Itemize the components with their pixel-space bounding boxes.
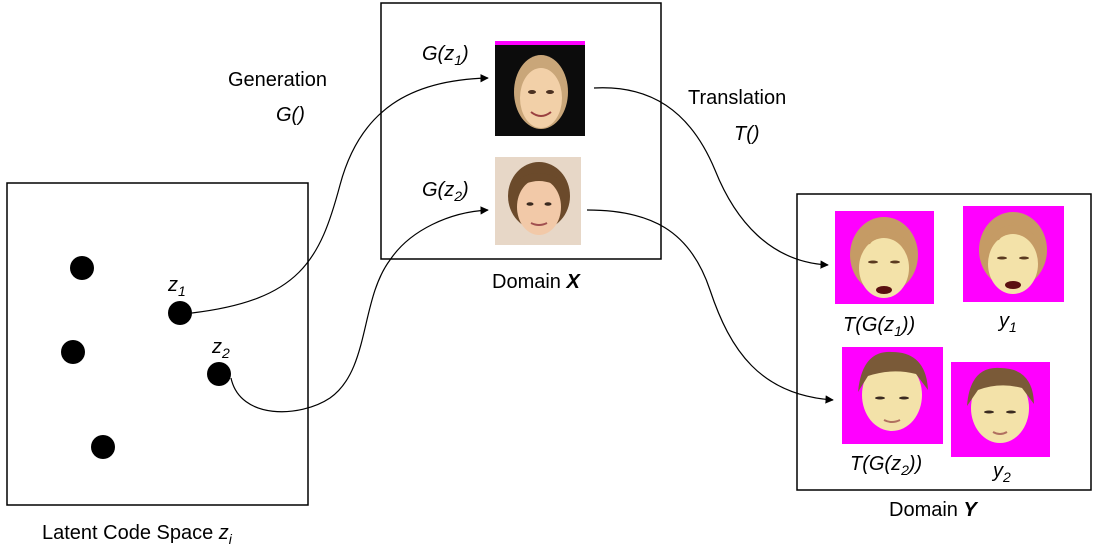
- latent-dot-z1: [168, 301, 192, 325]
- latent-dot-z2: [207, 362, 231, 386]
- generation-label: Generation: [228, 69, 327, 91]
- latent-space-box: [6, 182, 309, 506]
- generation-arrow-z1: [191, 73, 489, 314]
- latent-dot: [70, 256, 94, 280]
- latent-space-caption: Latent Code Space zi: [42, 522, 233, 547]
- t-g-z1-label: T(G(z1)): [843, 314, 915, 339]
- domain-y-box: [796, 193, 1092, 491]
- z1-label: z1: [167, 274, 186, 299]
- generated-face-2: [495, 157, 581, 245]
- g-z2-label: G(z2): [422, 179, 469, 204]
- translated-avatar-2: [842, 347, 943, 444]
- target-avatar-2: [951, 362, 1050, 457]
- domain-x-caption: Domain X: [492, 271, 581, 293]
- y2-label: y2: [991, 460, 1011, 485]
- g-z1-label: G(z1): [422, 43, 469, 68]
- generated-face-1: [495, 41, 585, 136]
- t-g-z2-label: T(G(z2)): [850, 453, 922, 478]
- generation-function: G(): [276, 104, 305, 126]
- z2-label: z2: [211, 336, 230, 361]
- domain-x-box: [380, 2, 662, 260]
- translation-function: T(): [734, 123, 760, 145]
- translation-arrow-1: [593, 87, 829, 269]
- domain-y-caption: Domain Y: [889, 499, 978, 521]
- generation-arrow-z2: [230, 206, 489, 413]
- translated-avatar-1: [835, 211, 934, 304]
- translation-label: Translation: [688, 87, 786, 109]
- translation-arrow-2: [586, 209, 834, 404]
- target-avatar-1: [963, 206, 1064, 302]
- latent-dot: [91, 435, 115, 459]
- y1-label: y1: [997, 310, 1017, 335]
- latent-dot: [61, 340, 85, 364]
